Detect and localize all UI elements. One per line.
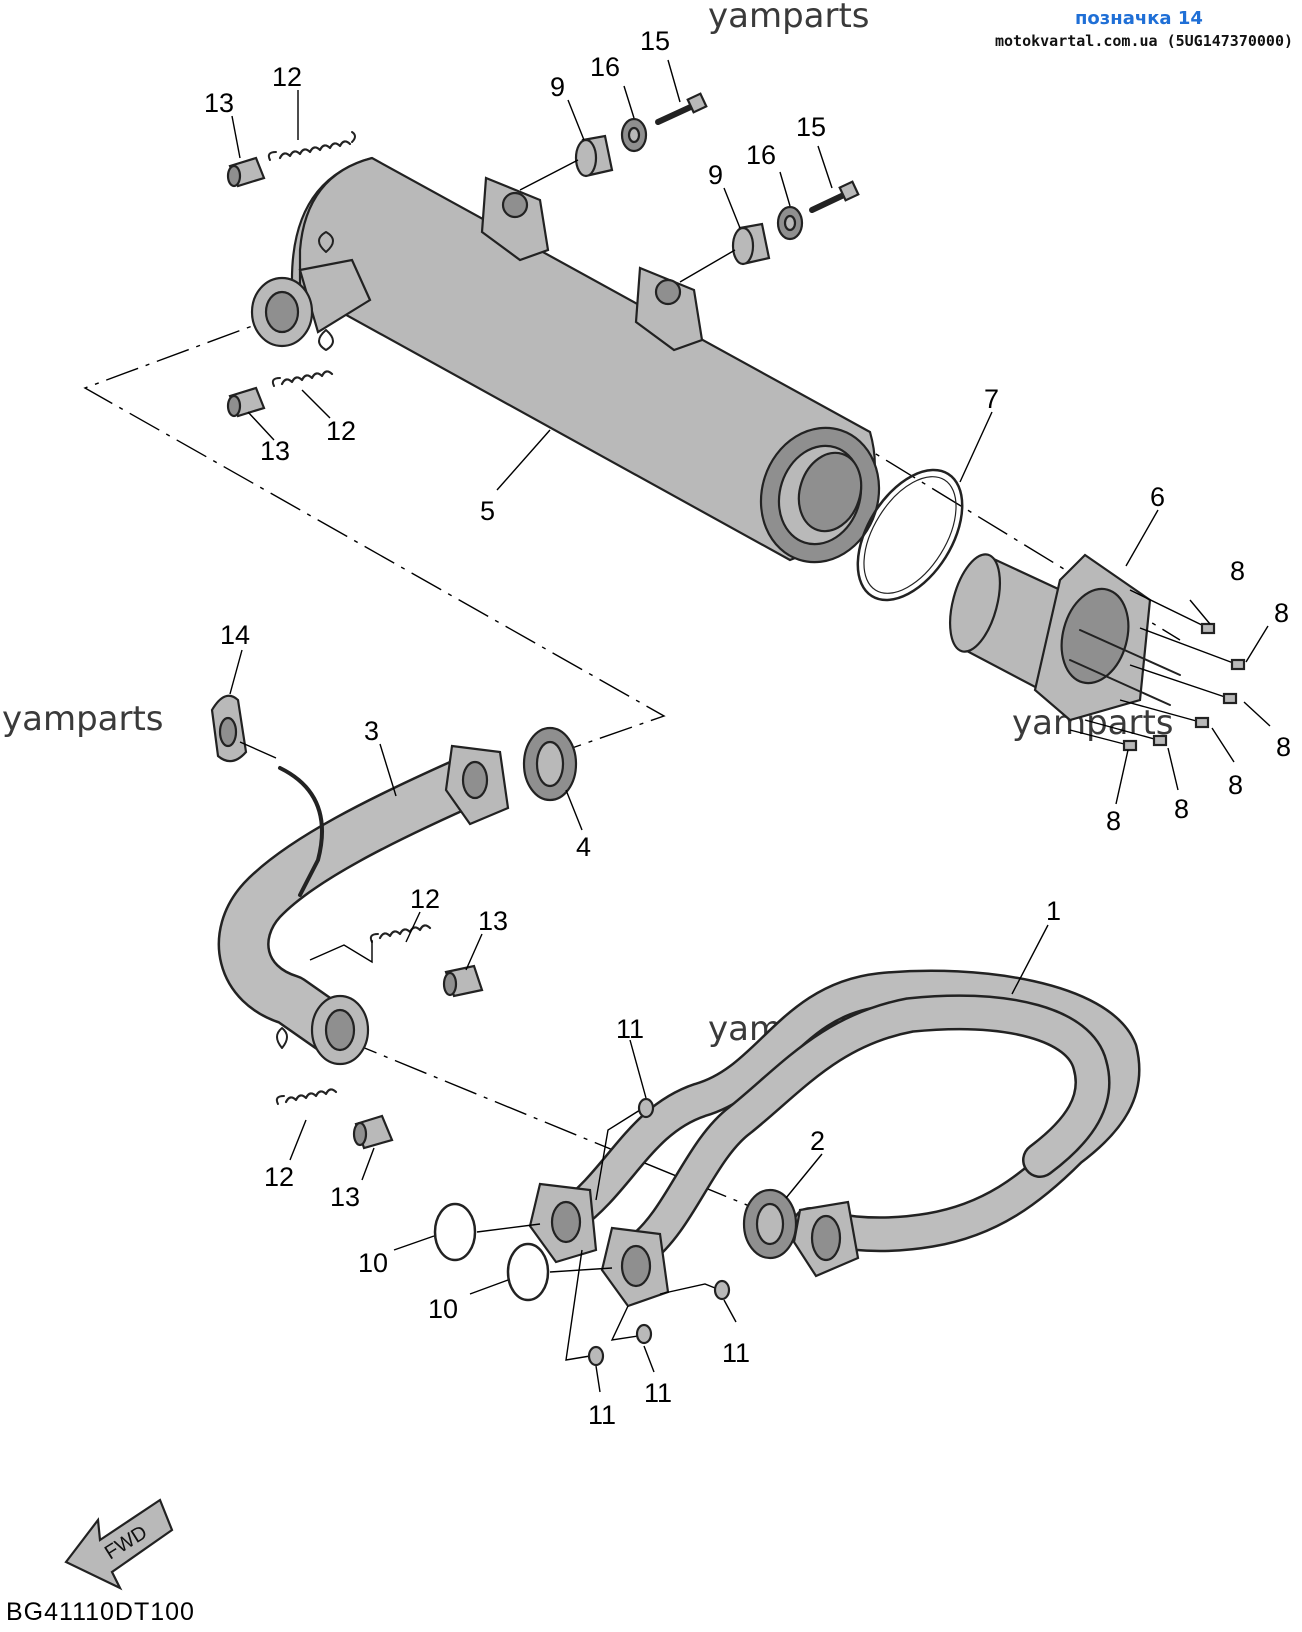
watermark-left: yamparts (2, 699, 164, 739)
gasket-2 (742, 1188, 798, 1260)
washer-lower (776, 205, 804, 241)
watermark-top: yamparts (708, 0, 870, 36)
callout-12c: 12 (410, 884, 440, 914)
callout-6: 6 (1150, 482, 1165, 512)
damper-upper (519, 134, 614, 191)
callout-5: 5 (480, 496, 495, 526)
callout-7: 7 (984, 384, 999, 414)
spring-bottom (275, 1027, 338, 1105)
nut-3 (610, 1305, 653, 1345)
callout-2: 2 (810, 1126, 825, 1156)
callout-15b: 15 (796, 112, 826, 142)
screw-5 (1084, 719, 1168, 747)
callout-8a: 8 (1230, 556, 1245, 586)
callout-12d: 12 (264, 1162, 294, 1192)
nut-4 (565, 1249, 605, 1367)
callout-9b: 9 (708, 160, 723, 190)
centerline-mid-pipe (344, 1039, 821, 1236)
leader-lines (229, 59, 1271, 1393)
fwd-arrow: FWD (64, 1498, 174, 1591)
callout-13b: 13 (260, 436, 290, 466)
callout-13c: 13 (478, 906, 508, 936)
callout-8d: 8 (1228, 770, 1243, 800)
bolt-lower (809, 180, 860, 213)
callout-labels: 1 2 3 4 5 6 7 9 9 16 16 15 15 12 13 12 1… (204, 26, 1291, 1430)
screw-1 (1129, 589, 1216, 635)
callout-4: 4 (576, 832, 591, 862)
callout-16b: 16 (746, 140, 776, 170)
o-ring-lower (506, 1242, 613, 1302)
centerline-muffler-to-flange (83, 311, 666, 749)
washer-upper (620, 117, 648, 153)
screw-3 (1129, 664, 1238, 705)
header-source: motokvartal.com.ua (5UG147370000) (995, 32, 1293, 50)
callout-11a: 11 (616, 1014, 644, 1044)
callout-10a: 10 (358, 1248, 388, 1278)
spring-cover-mid (226, 386, 266, 418)
spring-cover-top (226, 156, 266, 188)
spring-cover-bottom (352, 1114, 394, 1150)
callout-11d: 11 (588, 1400, 616, 1430)
callout-1: 1 (1046, 896, 1061, 926)
callout-11b: 11 (722, 1338, 750, 1368)
callout-13d: 13 (330, 1182, 360, 1212)
screw-2 (1139, 627, 1246, 671)
callout-8c: 8 (1276, 732, 1291, 762)
spring-top (267, 131, 356, 161)
spring-mid (271, 370, 334, 387)
damper-lower (679, 222, 771, 283)
callout-9a: 9 (550, 72, 565, 102)
bolt-upper (655, 92, 708, 125)
screw-4 (1119, 699, 1210, 729)
callout-11c: 11 (644, 1378, 672, 1408)
header-badge: позначка 14 (1075, 8, 1203, 29)
damper-14 (210, 694, 277, 763)
o-ring-upper (433, 1202, 541, 1262)
nut-2 (659, 1279, 731, 1301)
gasket-4 (522, 726, 578, 802)
diagram-code: BG41110DT100 (6, 1598, 195, 1626)
callout-12b: 12 (326, 416, 356, 446)
callout-8e: 8 (1174, 794, 1189, 824)
spring-cover-right (442, 964, 484, 998)
callout-13a: 13 (204, 88, 234, 118)
exhaust-header (528, 969, 1141, 1308)
gasket-ring (856, 468, 964, 602)
screw-6 (1069, 729, 1138, 752)
callout-8b: 8 (1274, 598, 1289, 628)
callout-12a: 12 (272, 62, 302, 92)
callout-10b: 10 (428, 1294, 458, 1324)
mid-pipe (217, 744, 510, 1066)
spring-right (309, 924, 432, 964)
tail-pipe (949, 553, 1181, 722)
callout-16a: 16 (590, 52, 620, 82)
nut-1 (595, 1097, 655, 1201)
callout-14: 14 (220, 620, 250, 650)
callout-8f: 8 (1106, 806, 1121, 836)
muffler (250, 156, 881, 564)
callout-15a: 15 (640, 26, 670, 56)
callout-3: 3 (364, 716, 379, 746)
